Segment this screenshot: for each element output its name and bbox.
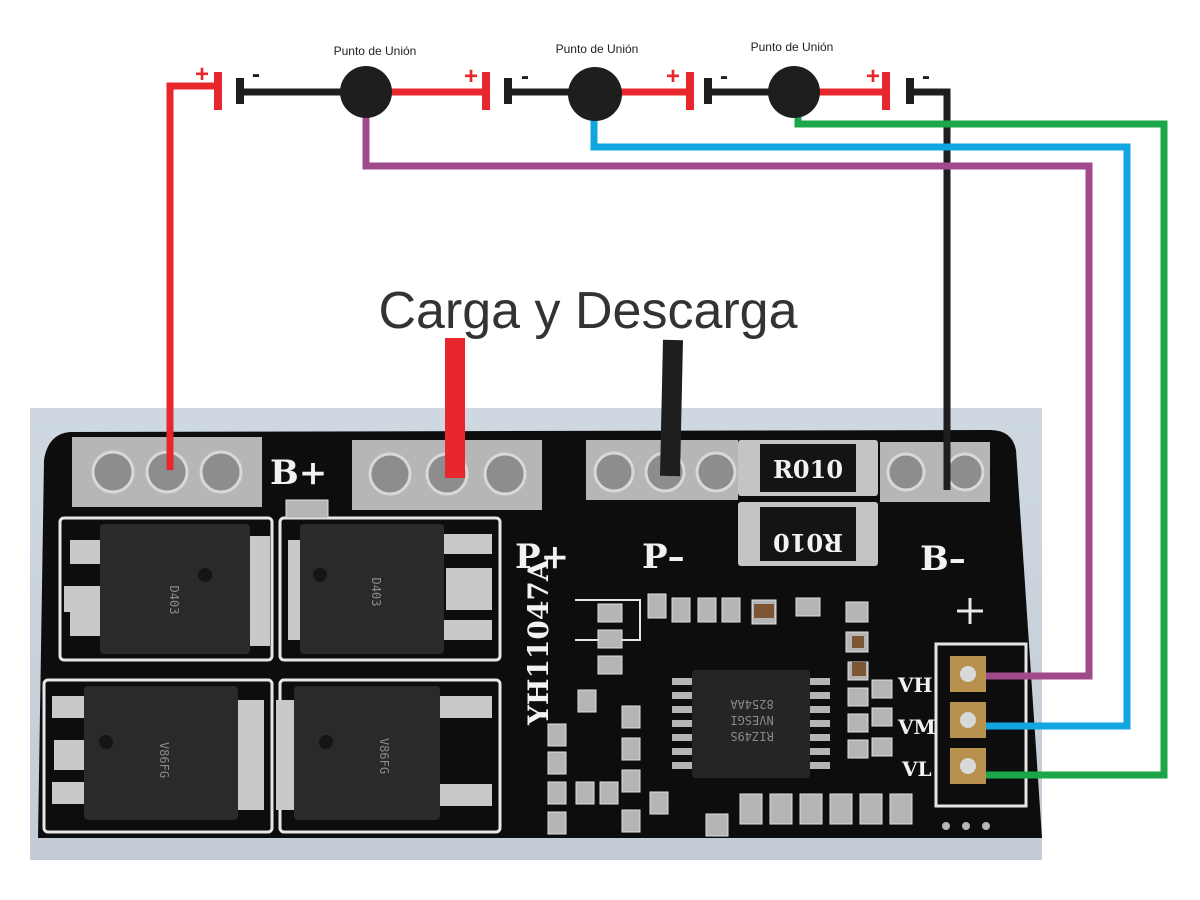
ic-text-1: 8254AA [730,697,774,711]
sign-minus-4: - [922,63,930,90]
terminal-signs: + - + - + - + - [195,61,930,90]
shunt-resistor-top: R010 [738,440,878,496]
mosfet-3-mark: V86FG [157,742,171,778]
junction-3 [768,66,820,118]
pin-label-vh: VH [897,673,932,697]
board-model-label: YH11047A [522,558,555,726]
wire-b-minus [910,88,951,490]
plus-marker [957,598,983,624]
wire-vl [794,112,1168,779]
diagram-title: Carga y Descarga [378,282,797,340]
smd-components [285,499,913,837]
protection-ic: 8254AA NVESGI RIZ49S [672,670,830,778]
mosfet-1: D403 [64,524,270,654]
ic-text-2: NVESGI [730,713,773,727]
label-b-minus: B– [920,539,966,579]
pcb-board: R010 R010 B+ P+ P– B– YH11047A D403 [38,430,1042,838]
shunt-resistor-bottom: R010 [738,502,878,566]
resistor-label-bottom: R010 [773,528,843,557]
wire-p-minus-lead [660,339,683,477]
sign-plus-2: + [464,63,478,90]
junction-points: Punto de Unión Punto de Unión Punto de U… [334,40,834,121]
wire-b-plus [166,82,216,470]
mosfet-1-mark: D403 [167,586,181,615]
junction-label-1: Punto de Unión [334,44,417,58]
pin-label-vl: VL [901,757,932,781]
mosfet-3: V86FG [52,686,264,820]
pin-label-vm: VM [897,715,936,739]
wires [166,82,1168,779]
junction-1 [340,66,392,118]
sign-minus-1: - [252,61,260,88]
junction-label-3: Punto de Unión [751,40,834,54]
sign-minus-3: - [720,63,728,90]
mosfet-4: V86FG [276,686,492,820]
sign-plus-4: + [866,63,880,90]
wire-vm [590,112,1131,730]
wire-vh [362,112,1093,680]
mosfet-2-mark: D403 [369,578,383,607]
label-p-minus: P– [642,537,685,577]
junction-label-2: Punto de Unión [556,42,639,56]
junction-2 [568,67,622,121]
label-p-plus: P+ [515,537,569,577]
sign-plus-1: + [195,61,209,88]
mosfet-4-mark: V86FG [377,738,391,774]
mosfet-2: D403 [288,524,492,654]
sign-plus-3: + [666,63,680,90]
battery-cell-terminals [214,72,914,110]
ic-text-3: RIZ49S [730,729,773,743]
resistor-label-top: R010 [773,455,843,484]
label-b-plus: B+ [270,453,327,493]
sign-minus-2: - [521,63,529,90]
